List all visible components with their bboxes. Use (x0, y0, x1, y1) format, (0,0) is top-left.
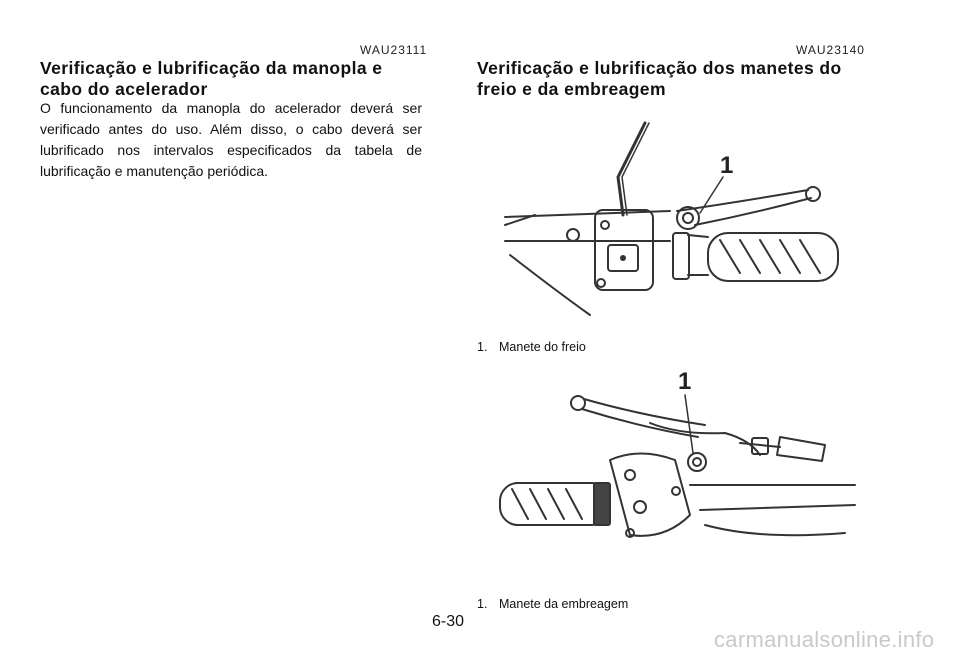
section-code-right: WAU23140 (796, 43, 865, 57)
page-number: 6-30 (432, 613, 465, 630)
heading-line: Verificação e lubrificação dos manetes d… (477, 58, 842, 78)
section-body-left: O funcionamento da manopla do acelerador… (40, 100, 422, 179)
caption-text: Manete do freio (499, 340, 586, 354)
figure2-callout: 1 (678, 368, 691, 395)
figure2-caption: 1. Manete da embreagem (477, 597, 628, 611)
section-code-left: WAU23111 (360, 43, 428, 57)
heading-line: cabo do acelerador (40, 79, 208, 99)
brake-lever-illustration: 1 (504, 121, 839, 316)
caption-text: Manete da embreagem (499, 597, 629, 611)
section-heading-right: Verificação e lubrificação dos manetes d… (477, 58, 842, 100)
figure1-caption: 1. Manete do freio (477, 340, 586, 354)
caption-number: 1. (477, 597, 488, 611)
section-heading-left: Verificação e lubrificação da manopla e … (40, 58, 382, 100)
watermark: carmanualsonline.info (714, 627, 935, 652)
caption-number: 1. (477, 340, 488, 354)
heading-line: freio e da embreagem (477, 79, 666, 99)
heading-line: Verificação e lubrificação da manopla e (40, 58, 383, 78)
figure1-callout: 1 (720, 152, 733, 179)
clutch-lever-illustration: 1 (499, 368, 856, 538)
